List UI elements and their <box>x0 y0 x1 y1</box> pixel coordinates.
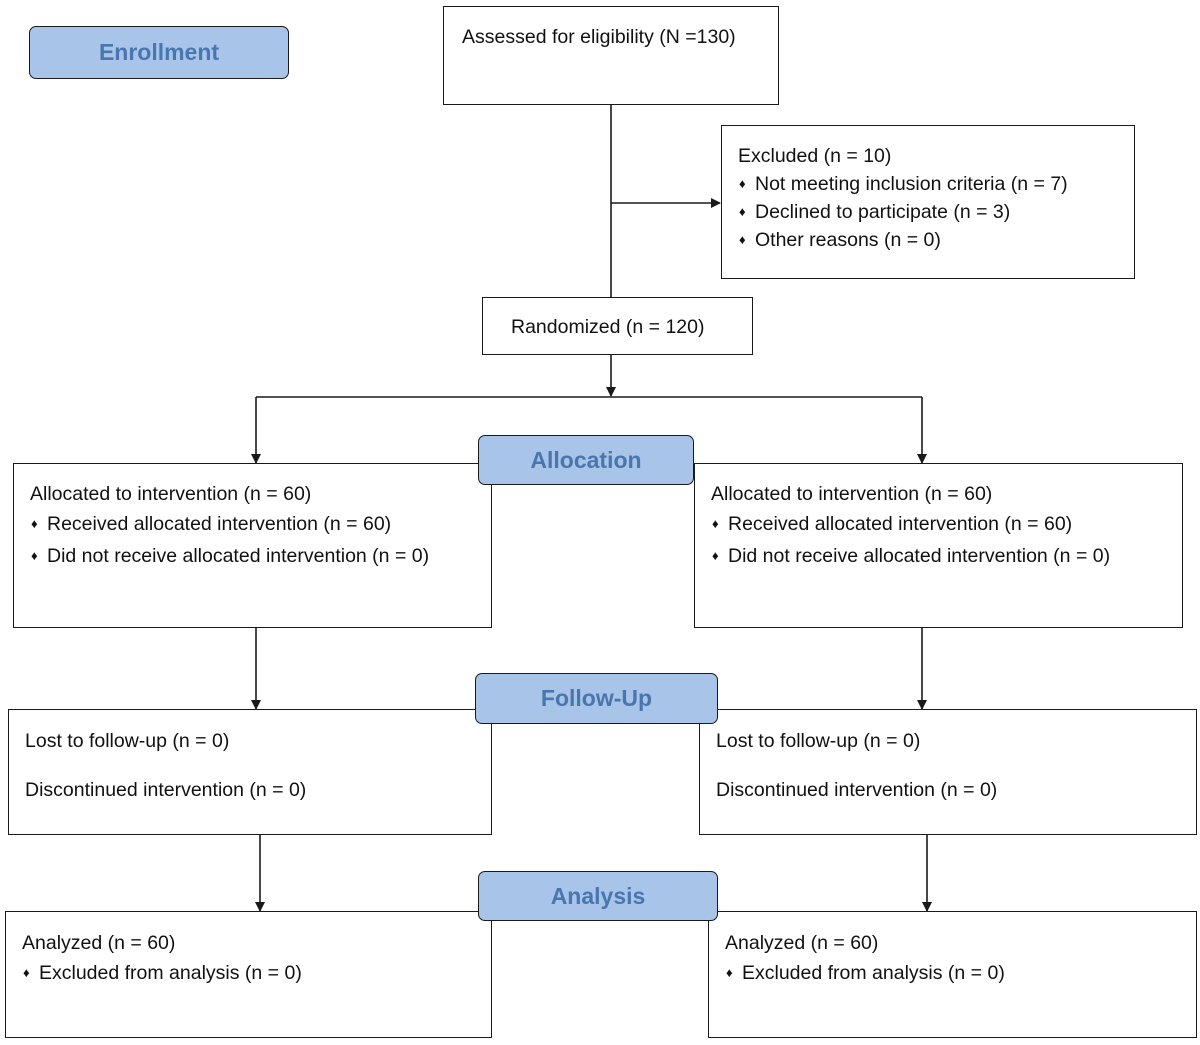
analysis-title: Analyzed (n = 60) <box>725 932 879 954</box>
analysis-box-left: Analyzed (n = 60) ♦Excluded from analysi… <box>5 911 492 1038</box>
bullet-icon: ♦ <box>726 965 733 980</box>
assessed-box: Assessed for eligibility (N =130) <box>443 6 779 105</box>
randomized-box: Randomized (n = 120) <box>482 297 753 355</box>
stage-enrollment: Enrollment <box>29 26 289 79</box>
allocation-box-right: Allocated to intervention (n = 60) ♦Rece… <box>694 463 1183 628</box>
allocation-item: ♦Received allocated intervention (n = 60… <box>712 513 1073 535</box>
bullet-icon: ♦ <box>739 204 746 219</box>
bullet-icon: ♦ <box>31 548 38 563</box>
followup-box-left: Lost to follow-up (n = 0) Discontinued i… <box>8 709 492 835</box>
allocation-title: Allocated to intervention (n = 60) <box>30 483 312 505</box>
allocation-item: ♦Did not receive allocated intervention … <box>712 545 1111 567</box>
followup-discontinued: Discontinued intervention (n = 0) <box>716 779 998 801</box>
randomized-label: Randomized (n = 120) <box>511 316 705 338</box>
analysis-title: Analyzed (n = 60) <box>22 932 176 954</box>
bullet-icon: ♦ <box>23 965 30 980</box>
bullet-icon: ♦ <box>712 516 719 531</box>
excluded-item: ♦Declined to participate (n = 3) <box>739 201 1011 223</box>
followup-lost: Lost to follow-up (n = 0) <box>716 730 921 752</box>
allocation-item: ♦Received allocated intervention (n = 60… <box>31 513 392 535</box>
allocation-box-left: Allocated to intervention (n = 60) ♦Rece… <box>13 463 492 628</box>
assessed-label: Assessed for eligibility (N =130) <box>462 26 736 48</box>
excluded-item: ♦Not meeting inclusion criteria (n = 7) <box>739 173 1068 195</box>
allocation-item: ♦Did not receive allocated intervention … <box>31 545 430 567</box>
stage-allocation: Allocation <box>478 435 694 485</box>
excluded-title: Excluded (n = 10) <box>738 145 892 167</box>
analysis-item: ♦Excluded from analysis (n = 0) <box>726 962 1005 984</box>
bullet-icon: ♦ <box>712 548 719 563</box>
followup-box-right: Lost to follow-up (n = 0) Discontinued i… <box>699 709 1197 835</box>
stage-follow-up: Follow-Up <box>475 673 718 724</box>
analysis-item: ♦Excluded from analysis (n = 0) <box>23 962 302 984</box>
allocation-title: Allocated to intervention (n = 60) <box>711 483 993 505</box>
followup-discontinued: Discontinued intervention (n = 0) <box>25 779 307 801</box>
excluded-item: ♦Other reasons (n = 0) <box>739 229 941 251</box>
bullet-icon: ♦ <box>31 516 38 531</box>
analysis-box-right: Analyzed (n = 60) ♦Excluded from analysi… <box>708 911 1197 1038</box>
bullet-icon: ♦ <box>739 232 746 247</box>
stage-analysis: Analysis <box>478 871 718 921</box>
excluded-box: Excluded (n = 10) ♦Not meeting inclusion… <box>721 125 1135 279</box>
followup-lost: Lost to follow-up (n = 0) <box>25 730 230 752</box>
bullet-icon: ♦ <box>739 176 746 191</box>
